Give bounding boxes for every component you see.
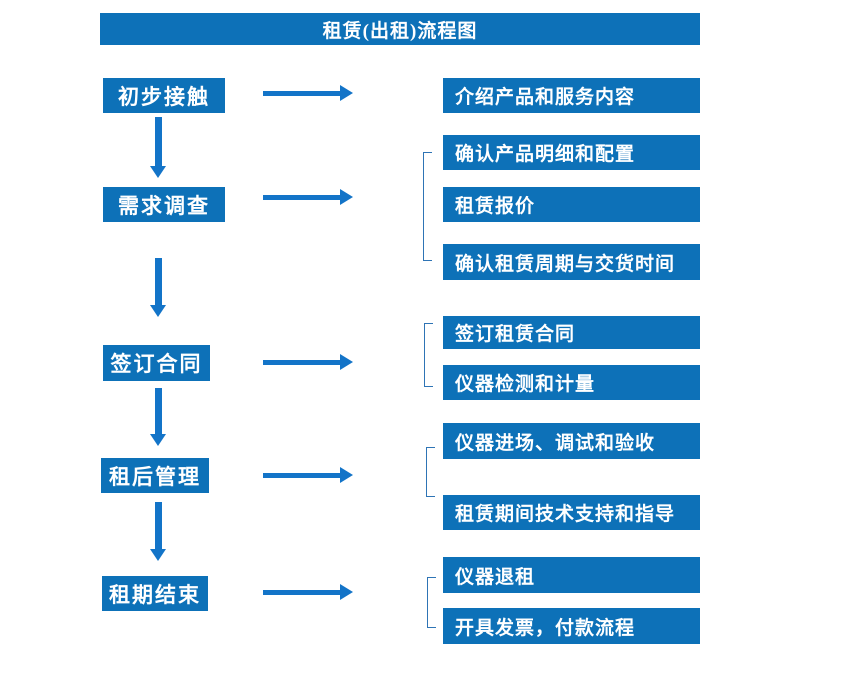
arrow-head-icon bbox=[340, 189, 353, 205]
arrow-head-icon bbox=[150, 549, 166, 561]
arrow-right-demand-survey bbox=[263, 189, 353, 205]
bracket-sign-contract-group bbox=[424, 323, 433, 387]
detail-box-confirm-product-details: 确认产品明细和配置 bbox=[443, 135, 700, 170]
arrow-shaft bbox=[263, 194, 342, 200]
arrow-shaft bbox=[155, 502, 162, 550]
detail-box-rental-quotation: 租赁报价 bbox=[443, 187, 700, 222]
bracket-demand-survey-group bbox=[423, 152, 432, 261]
arrow-shaft bbox=[155, 117, 162, 167]
arrow-shaft bbox=[155, 258, 162, 306]
arrow-head-icon bbox=[150, 434, 166, 446]
arrow-shaft bbox=[155, 388, 162, 435]
arrow-head-icon bbox=[340, 354, 353, 370]
bracket-lease-end-group bbox=[427, 577, 436, 628]
stage-box-sign-contract: 签订合同 bbox=[103, 345, 210, 381]
detail-box-instrument-return: 仪器退租 bbox=[443, 557, 700, 593]
detail-box-sign-rental-contract: 签订租赁合同 bbox=[443, 316, 700, 349]
arrow-down-stage4-stage5 bbox=[150, 502, 167, 561]
arrow-right-lease-end bbox=[263, 584, 353, 600]
arrow-right-initial-contact bbox=[263, 85, 353, 101]
arrow-shaft bbox=[263, 472, 342, 478]
arrow-right-post-rental-management bbox=[263, 467, 353, 483]
arrow-shaft bbox=[263, 359, 342, 365]
stage-box-post-rental-management: 租后管理 bbox=[101, 458, 209, 493]
detail-box-introduce-products: 介绍产品和服务内容 bbox=[443, 78, 700, 113]
arrow-shaft bbox=[263, 90, 342, 96]
stage-box-initial-contact: 初步接触 bbox=[103, 78, 225, 113]
detail-box-invoice-payment: 开具发票，付款流程 bbox=[443, 608, 700, 644]
detail-box-technical-support: 租赁期间技术支持和指导 bbox=[443, 495, 700, 530]
arrow-down-stage2-stage3 bbox=[150, 258, 167, 317]
arrow-down-stage1-stage2 bbox=[150, 117, 167, 178]
detail-box-confirm-rental-period: 确认租赁周期与交货时间 bbox=[443, 244, 700, 280]
arrow-down-stage3-stage4 bbox=[150, 388, 167, 446]
flowchart-title: 租赁(出租)流程图 bbox=[100, 13, 700, 45]
detail-box-instrument-testing: 仪器检测和计量 bbox=[443, 365, 700, 400]
arrow-right-sign-contract bbox=[263, 354, 353, 370]
detail-box-instrument-setup-acceptance: 仪器进场、调试和验收 bbox=[443, 423, 700, 459]
stage-box-demand-survey: 需求调查 bbox=[103, 187, 225, 222]
bracket-post-rental-group bbox=[426, 447, 435, 497]
arrow-shaft bbox=[263, 589, 342, 595]
stage-box-lease-end: 租期结束 bbox=[102, 576, 208, 611]
arrow-head-icon bbox=[340, 467, 353, 483]
arrow-head-icon bbox=[340, 85, 353, 101]
arrow-head-icon bbox=[150, 305, 166, 317]
arrow-head-icon bbox=[150, 166, 166, 178]
arrow-head-icon bbox=[340, 584, 353, 600]
